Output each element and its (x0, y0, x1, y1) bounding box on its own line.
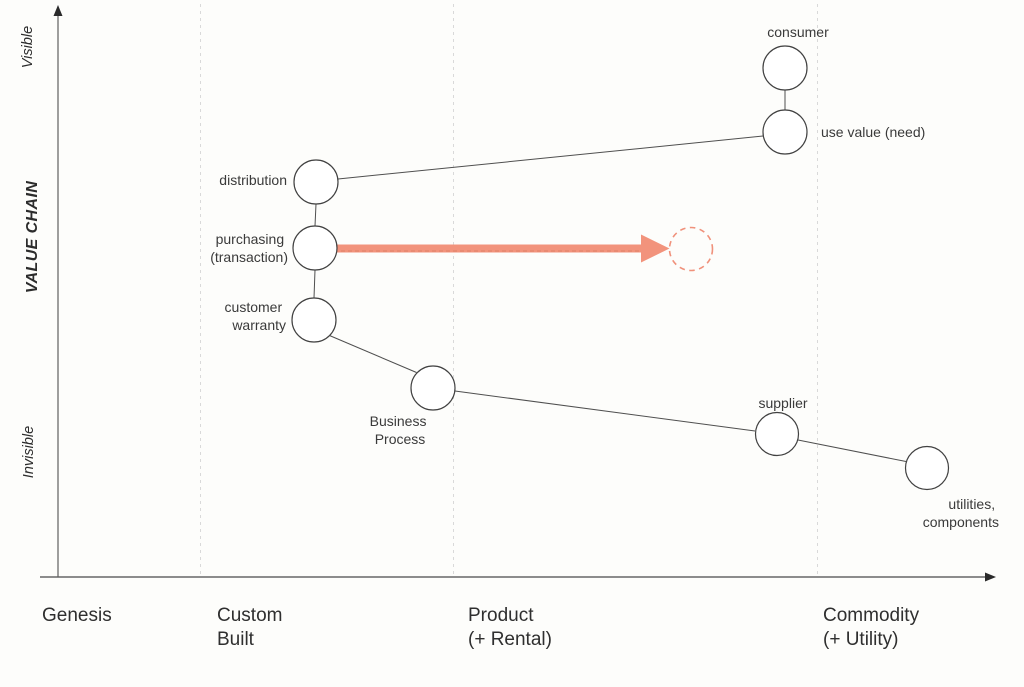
node-distribution (293, 159, 339, 205)
evolution-arrow (337, 234, 670, 263)
node-customer-warranty-label-line2: warranty (231, 317, 286, 333)
node-purchasing-label-line2: (transaction) (210, 249, 288, 265)
node-consumer (762, 45, 808, 91)
edge-supplier-utilities (797, 439, 907, 462)
node-customer-warranty-label-line1: customer (225, 299, 283, 315)
stage-label-commodity: Commodity (+ Utility) (823, 605, 924, 650)
edge-usevalue-distribution (337, 135, 764, 180)
y-axis-arrowhead-icon (53, 5, 63, 16)
stage-label-genesis: Genesis (42, 605, 112, 626)
stage-label-custom-built: Custom Built (217, 605, 288, 650)
node-customer-warranty-label: customer warranty (225, 299, 286, 333)
node-utilities (904, 445, 950, 491)
y-axis-invisible-label: Invisible (21, 426, 37, 478)
edge-warranty-businessprocess (329, 335, 417, 373)
stage-label-product-line2: (+ Rental) (468, 629, 552, 650)
stage-label-commodity-line1: Commodity (823, 605, 920, 626)
node-use-value-label: use value (need) (821, 124, 925, 140)
node-purchasing-label: purchasing (transaction) (210, 231, 288, 265)
node-purchasing-label-line1: purchasing (216, 231, 285, 247)
node-use-value (762, 109, 808, 155)
evolution-arrowhead-icon (641, 234, 670, 263)
stage-label-commodity-line2: (+ Utility) (823, 629, 898, 650)
node-distribution-label: distribution (219, 172, 287, 188)
node-consumer-label: consumer (767, 24, 829, 40)
stage-label-product-line1: Product (468, 605, 534, 626)
node-business-process (410, 365, 456, 411)
x-axis-arrowhead-icon (985, 572, 996, 582)
y-axis-title: VALUE CHAIN (24, 181, 41, 294)
y-axis-visible-label: Visible (20, 26, 36, 68)
stage-label-custom-built-line1: Custom (217, 605, 282, 626)
stage-label-product: Product (+ Rental) (468, 605, 552, 650)
node-supplier (754, 411, 800, 457)
node-utilities-label: utilities, components (923, 496, 999, 530)
stage-label-custom-built-line2: Built (217, 629, 255, 650)
edge-distribution-purchasing (314, 203, 317, 227)
edge-purchasing-warranty (313, 269, 316, 299)
node-purchasing (292, 225, 338, 271)
node-customer-warranty (291, 297, 337, 343)
node-utilities-label-line2: components (923, 514, 999, 530)
node-utilities-label-line1: utilities, (948, 496, 995, 512)
ghost-node (668, 226, 714, 272)
edge-businessprocess-supplier (454, 390, 756, 432)
node-business-process-label-line1: Business (370, 413, 427, 429)
evolution-arrow-shaft (337, 244, 642, 253)
node-supplier-label: supplier (758, 395, 807, 411)
node-business-process-label-line2: Process (375, 431, 426, 447)
node-business-process-label: Business Process (370, 413, 431, 447)
